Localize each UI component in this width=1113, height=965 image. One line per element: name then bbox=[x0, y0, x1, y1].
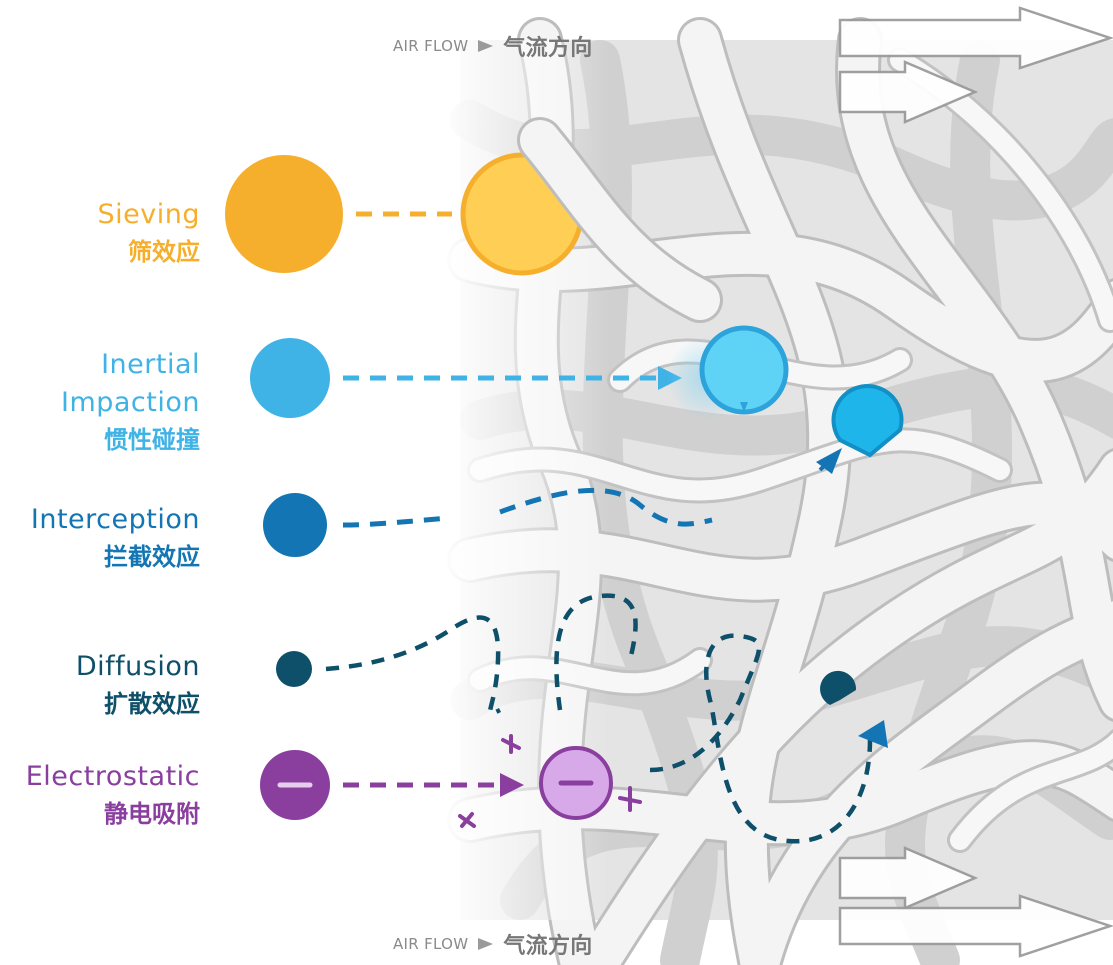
label-diffusion: Diffusion 扩散效应 bbox=[76, 648, 200, 722]
label-inertial-impaction: Inertial Impaction 惯性碰撞 bbox=[61, 346, 200, 458]
label-en-line2: Impaction bbox=[60, 387, 200, 418]
sieving-particle bbox=[225, 155, 343, 273]
label-en: Electrostatic bbox=[25, 761, 200, 792]
interception-particle bbox=[263, 493, 327, 557]
diffusion-path bbox=[276, 593, 888, 844]
interception-path bbox=[263, 487, 713, 557]
airflow-arrow-top-1 bbox=[838, 6, 1113, 70]
electrostatic-path bbox=[260, 734, 642, 828]
inertial-impacted-particle bbox=[699, 325, 789, 415]
label-zh: 筛效应 bbox=[128, 238, 200, 266]
airflow-label: AIR FLOW bbox=[393, 37, 469, 55]
label-zh: 静电吸附 bbox=[104, 800, 200, 828]
airflow-label-zh: 气流方向 bbox=[503, 934, 593, 959]
sieving-path bbox=[225, 117, 723, 323]
diffusion-trapped-particle bbox=[820, 670, 857, 705]
airflow-arrows bbox=[838, 6, 1113, 958]
label-sieving: Sieving 筛效应 bbox=[98, 196, 200, 270]
airflow-label: AIR FLOW bbox=[393, 935, 469, 953]
airflow-arrow-top-2 bbox=[838, 60, 979, 124]
triangle-right-icon bbox=[478, 40, 494, 52]
airflow-label-zh: 气流方向 bbox=[503, 36, 593, 61]
inertial-impaction-path bbox=[250, 325, 904, 474]
label-en: Sieving bbox=[97, 199, 200, 230]
label-en: Interception bbox=[30, 504, 200, 535]
inertial-particle bbox=[250, 338, 330, 418]
airflow-arrow-bottom-2 bbox=[838, 894, 1113, 958]
airflow-caption-top: AIR FLOW 气流方向 bbox=[393, 30, 593, 62]
electrostatic-arrowhead bbox=[500, 773, 524, 797]
inertial-trapped-particle bbox=[831, 384, 904, 458]
diffusion-particle bbox=[276, 651, 312, 687]
label-zh: 扩散效应 bbox=[104, 690, 200, 718]
label-en: Inertial bbox=[101, 349, 200, 380]
plus-charge-icons bbox=[458, 734, 642, 828]
interception-dashed-line bbox=[342, 515, 451, 528]
label-zh: 惯性碰撞 bbox=[104, 426, 200, 454]
label-electrostatic: Electrostatic 静电吸附 bbox=[26, 758, 200, 832]
diffusion-dashed-line bbox=[325, 615, 502, 716]
label-interception: Interception 拦截效应 bbox=[31, 501, 200, 575]
airflow-arrow-bottom-1 bbox=[838, 846, 979, 910]
label-zh: 拦截效应 bbox=[104, 543, 200, 571]
triangle-right-icon bbox=[478, 938, 494, 950]
label-en: Diffusion bbox=[75, 651, 200, 682]
airflow-caption-bottom: AIR FLOW 气流方向 bbox=[393, 928, 593, 960]
